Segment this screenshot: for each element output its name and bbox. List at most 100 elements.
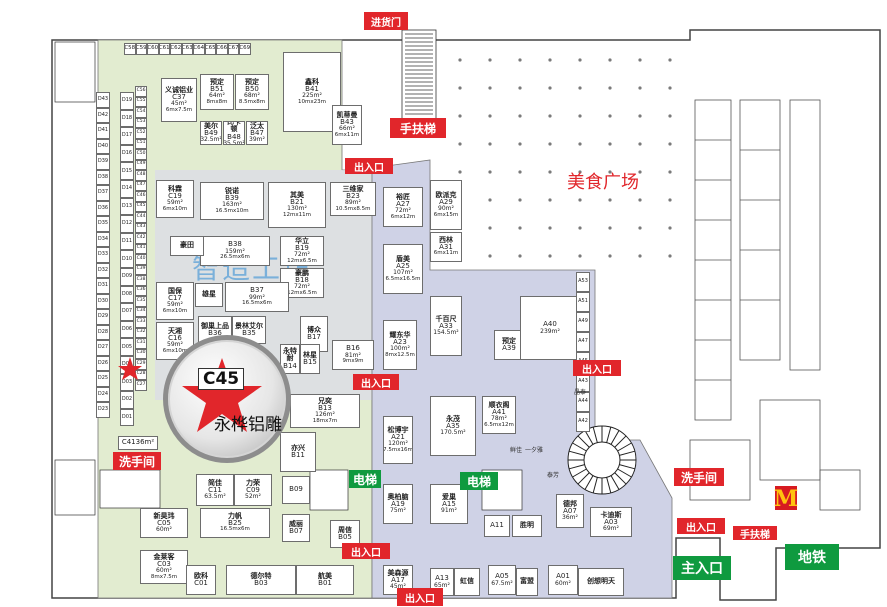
small-booth-a49[interactable]: A49 (576, 312, 590, 332)
small-booth-a47[interactable]: A47 (576, 332, 590, 352)
small-booth-c47[interactable]: C47 (135, 180, 147, 191)
small-booth-d36[interactable]: D36 (96, 200, 110, 216)
small-booth-c41[interactable]: C41 (135, 243, 147, 254)
small-booth-c39[interactable]: C39 (135, 264, 147, 275)
small-booth-d39[interactable]: D39 (96, 154, 110, 170)
small-booth-a44[interactable]: A44 (576, 392, 590, 412)
small-booth-d32[interactable]: D32 (96, 262, 110, 278)
small-booth-c49[interactable]: C49 (135, 159, 147, 170)
booth-b09[interactable]: B09 (282, 476, 310, 504)
small-booth-c58[interactable]: C58 (124, 43, 136, 55)
small-booth-d16[interactable]: D16 (120, 144, 134, 163)
small-booth-c64[interactable]: C64 (193, 43, 205, 55)
small-booth-d01[interactable]: D01 (120, 408, 134, 427)
small-booth-c45[interactable]: C45 (135, 201, 147, 212)
small-booth-d17[interactable]: D17 (120, 127, 134, 145)
small-booth-c32[interactable]: C32 (135, 327, 147, 338)
small-booth-c34[interactable]: C34 (135, 306, 147, 317)
small-booth-d40[interactable]: D40 (96, 138, 110, 154)
small-booth-c33[interactable]: C33 (135, 317, 147, 328)
small-booth-d26[interactable]: D26 (96, 355, 110, 371)
facility-label-exit-4[interactable]: 出入口 (342, 543, 390, 559)
small-booth-d24[interactable]: D24 (96, 386, 110, 402)
small-booth-c61[interactable]: C61 (158, 43, 170, 55)
small-booth-d34[interactable]: D34 (96, 231, 110, 247)
small-booth-c35[interactable]: C35 (135, 296, 147, 307)
facility-label-elevator-2[interactable]: 电梯 (460, 472, 498, 490)
small-booth-c67[interactable]: C67 (227, 43, 239, 55)
small-booth-d12[interactable]: D12 (120, 215, 134, 233)
small-booth-d25[interactable]: D25 (96, 371, 110, 387)
small-booth-c51[interactable]: C51 (135, 138, 147, 149)
small-booth-c66[interactable]: C66 (216, 43, 228, 55)
small-booth-d33[interactable]: D33 (96, 247, 110, 263)
facility-label-metro[interactable]: 地铁 (785, 544, 839, 570)
facility-label-delivery-gate[interactable]: 进货门 (364, 12, 408, 30)
small-booth-d09[interactable]: D09 (120, 268, 134, 286)
booth-c4136[interactable]: C4136m² (118, 436, 158, 450)
small-booth-c50[interactable]: C50 (135, 149, 147, 160)
small-booth-d35[interactable]: D35 (96, 216, 110, 232)
small-booth-d31[interactable]: D31 (96, 278, 110, 294)
small-booth-c29[interactable]: C29 (135, 359, 147, 370)
facility-label-exit-3[interactable]: 出入口 (573, 360, 621, 376)
small-booth-d28[interactable]: D28 (96, 324, 110, 340)
small-booth-c42[interactable]: C42 (135, 233, 147, 244)
small-booth-d15[interactable]: D15 (120, 162, 134, 180)
small-booth-c27[interactable]: C27 (135, 380, 147, 391)
small-booth-c52[interactable]: C52 (135, 128, 147, 139)
small-booth-d27[interactable]: D27 (96, 340, 110, 356)
small-booth-d38[interactable]: D38 (96, 169, 110, 185)
highlight-magnifier[interactable]: C45 永桦铝雕 (163, 335, 291, 463)
small-booth-c36[interactable]: C36 (135, 285, 147, 296)
small-booth-d10[interactable]: D10 (120, 250, 134, 268)
facility-label-escalator-top[interactable]: 手扶梯 (390, 118, 446, 138)
small-booth-d13[interactable]: D13 (120, 197, 134, 216)
small-booth-d02[interactable]: D02 (120, 391, 134, 409)
small-booth-d06[interactable]: D06 (120, 320, 134, 339)
facility-label-exit-2[interactable]: 出入口 (353, 374, 399, 390)
booth-shengming[interactable]: 胜明 (512, 515, 542, 537)
facility-label-restroom-left[interactable]: 洗手间 (113, 452, 161, 470)
small-booth-d07[interactable]: D07 (120, 303, 134, 321)
facility-label-exit-1[interactable]: 出入口 (345, 158, 393, 174)
small-booth-d08[interactable]: D08 (120, 285, 134, 304)
small-booth-c43[interactable]: C43 (135, 222, 147, 233)
small-booth-c55[interactable]: C55 (135, 96, 147, 107)
small-booth-a53[interactable]: A53 (576, 272, 590, 292)
small-booth-c56[interactable]: C56 (135, 86, 147, 97)
small-booth-d05[interactable]: D05 (120, 338, 134, 356)
facility-label-restroom-right[interactable]: 洗手间 (674, 468, 724, 486)
facility-label-exit-6[interactable]: 出入口 (677, 518, 725, 534)
